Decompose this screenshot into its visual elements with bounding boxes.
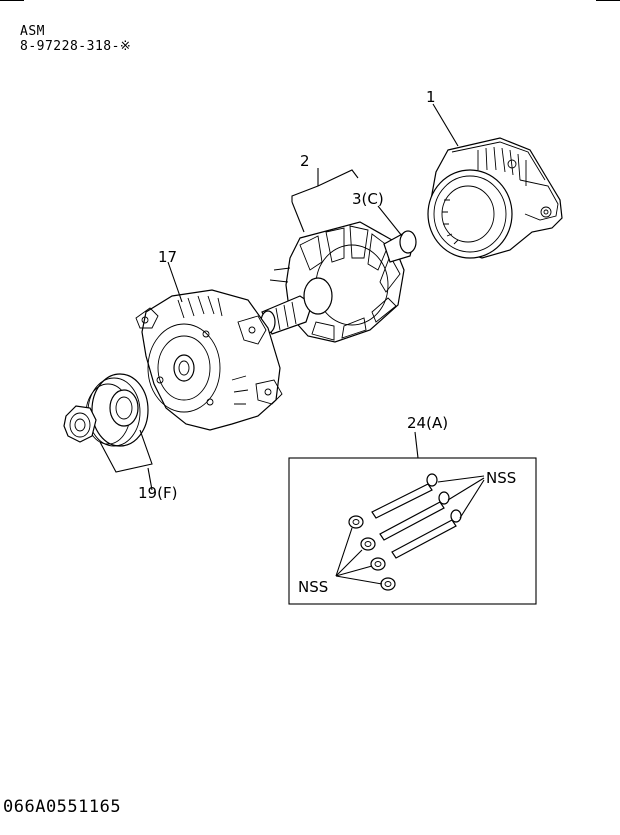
callout-3: 3(C) (352, 190, 384, 208)
assembly-title: ASM (20, 24, 45, 39)
illustration-code: 066A0551165 (3, 797, 122, 817)
part-17-front-housing[interactable] (135, 289, 283, 431)
top-right-rule (596, 0, 620, 1)
leader-2a (291, 201, 305, 233)
nss-leaders-top (437, 475, 485, 519)
callout-1: 1 (426, 88, 436, 106)
part-1-rear-housing[interactable] (427, 137, 563, 259)
leader-24 (414, 431, 419, 459)
leader-19 (147, 467, 153, 491)
leader-1 (432, 103, 459, 147)
callout-24: 24(A) (407, 414, 448, 432)
part-24-kit-box (288, 457, 537, 605)
part-19-nut[interactable] (63, 405, 97, 443)
leader-17 (167, 261, 183, 303)
callout-19: 19(F) (138, 484, 177, 502)
leader-3 (377, 205, 403, 237)
part-2-rotor[interactable] (260, 221, 417, 343)
assembly-part-number: 8-97228-318-※ (20, 39, 132, 54)
part-19-pulley[interactable] (85, 373, 149, 447)
nss-leaders-bottom (335, 527, 383, 585)
part-24-nuts[interactable] (348, 515, 396, 591)
bracket-19 (99, 429, 153, 473)
callout-17: 17 (158, 248, 177, 266)
callout-nss-bottom: NSS (298, 578, 328, 596)
callout-2: 2 (300, 152, 310, 170)
part-24-bolts[interactable] (371, 473, 462, 559)
bracket-2 (291, 169, 359, 202)
callout-nss-top: NSS (486, 469, 516, 487)
top-left-rule (0, 0, 24, 1)
